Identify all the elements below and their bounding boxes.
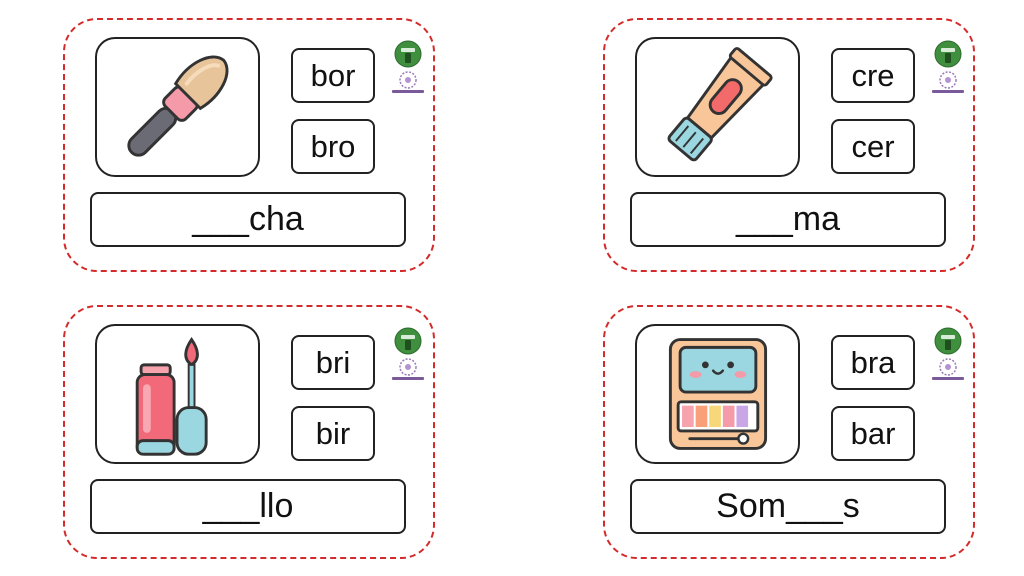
exercise-card-3: bri bir ___llo: [63, 305, 435, 559]
syllable-option-1[interactable]: bri: [291, 335, 375, 390]
logo-icon: [390, 327, 426, 385]
syllable-option-2[interactable]: bro: [291, 119, 375, 174]
cream-tube-icon: [667, 47, 773, 162]
picture-frame: [635, 324, 800, 464]
syllable-option-2[interactable]: bar: [831, 406, 915, 461]
exercise-card-4: bra bar Som___s: [603, 305, 975, 559]
word-blank: ___ma: [630, 192, 946, 247]
logo-icon: [930, 40, 966, 98]
word-blank: ___llo: [90, 479, 406, 534]
picture-frame: [95, 37, 260, 177]
syllable-option-2[interactable]: bir: [291, 406, 375, 461]
picture-frame: [95, 324, 260, 464]
eyeshadow-palette-icon: [668, 338, 768, 450]
syllable-option-1[interactable]: bra: [831, 335, 915, 390]
picture-frame: [635, 37, 800, 177]
word-blank: Som___s: [630, 479, 946, 534]
exercise-card-2: cre cer ___ma: [603, 18, 975, 272]
logo-icon: [930, 327, 966, 385]
syllable-option-2[interactable]: cer: [831, 119, 915, 174]
logo-icon: [390, 40, 426, 98]
lip-gloss-icon: [135, 337, 208, 456]
syllable-option-1[interactable]: bor: [291, 48, 375, 103]
word-blank: ___cha: [90, 192, 406, 247]
syllable-option-1[interactable]: cre: [831, 48, 915, 103]
makeup-brush-icon: [127, 55, 229, 157]
exercise-card-1: bor bro ___cha: [63, 18, 435, 272]
